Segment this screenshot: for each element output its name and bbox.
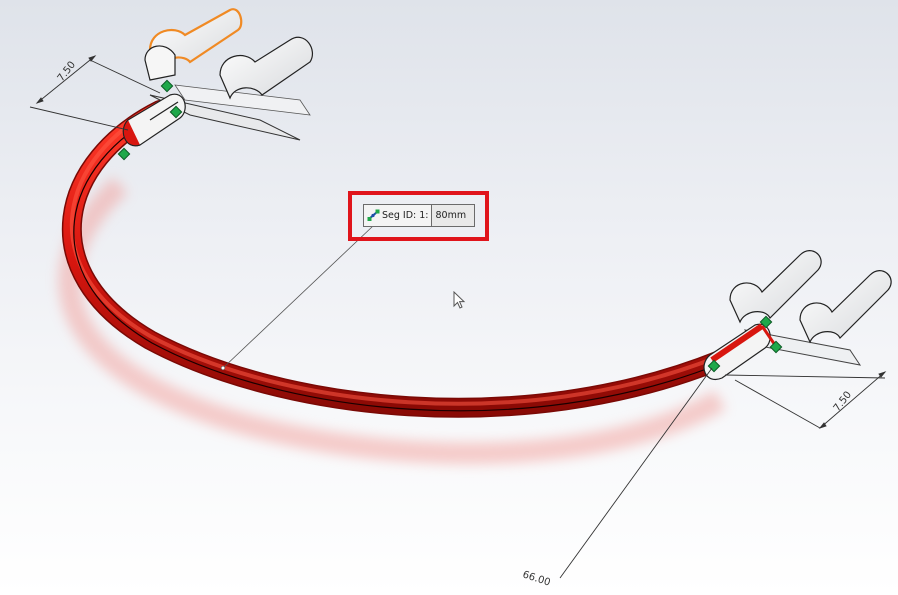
callout-highlight-box — [348, 191, 489, 241]
connection-point[interactable] — [759, 315, 773, 329]
dimension-top-left-value[interactable]: 7.50 — [56, 60, 78, 84]
callout-leader-line — [222, 225, 374, 369]
length-dimension-value[interactable]: 66.00 — [521, 569, 552, 588]
connection-point[interactable] — [769, 340, 783, 354]
terminal-top-left[interactable] — [122, 8, 313, 147]
segment-callout[interactable]: Seg ID: 1: 80mm — [363, 204, 475, 227]
connection-point[interactable] — [117, 147, 131, 161]
callout-label-container: Seg ID: 1: — [364, 205, 431, 226]
callout-value-field[interactable]: 80mm — [430, 205, 474, 226]
terminal-bottom-right[interactable] — [703, 250, 892, 381]
dimension-top-left[interactable] — [29, 55, 161, 131]
wire-segment[interactable] — [61, 100, 730, 418]
connection-point[interactable] — [160, 79, 174, 93]
arrow-pointer-icon — [453, 291, 466, 309]
connection-points — [117, 79, 783, 373]
dimension-bottom-right[interactable] — [724, 371, 887, 429]
segment-routing-icon — [367, 209, 380, 221]
length-leader-line — [559, 367, 713, 579]
callout-label: Seg ID: 1: — [382, 210, 429, 221]
connection-point[interactable] — [169, 105, 183, 119]
